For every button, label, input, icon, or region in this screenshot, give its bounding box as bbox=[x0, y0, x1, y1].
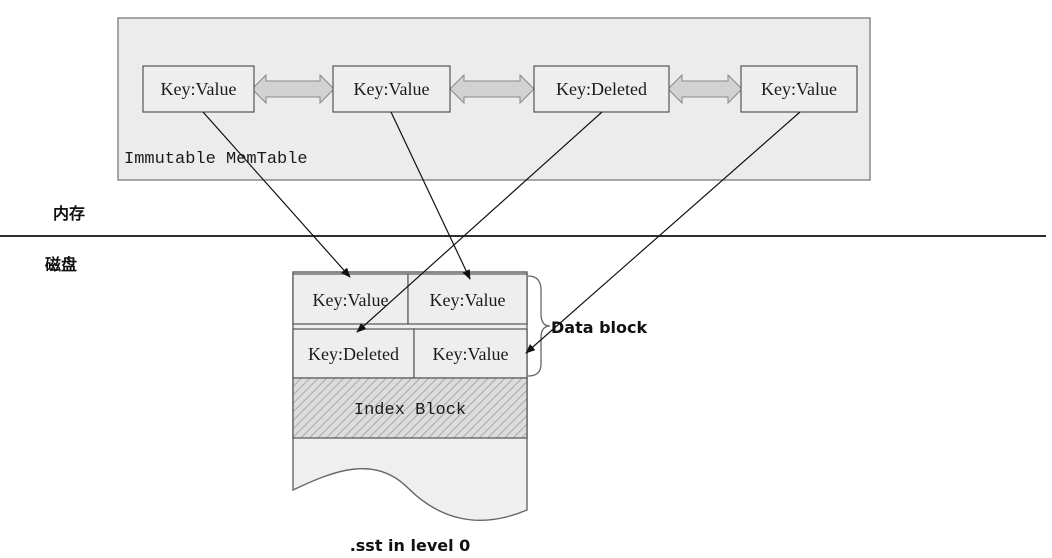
flush-arrow bbox=[356, 111, 603, 333]
flush-arrow bbox=[202, 111, 351, 278]
flush-arrow bbox=[390, 111, 471, 280]
sst-cell bbox=[407, 273, 528, 325]
memtable-entry-label: Key:Deleted bbox=[556, 79, 647, 99]
index-block-label: Index Block bbox=[354, 401, 466, 420]
memtable-label: Immutable MemTable bbox=[124, 150, 308, 169]
memtable-panel: Key:Value Key:Value Key:Deleted Key:Valu… bbox=[117, 17, 871, 181]
memtable-entry-label: Key:Value bbox=[161, 79, 237, 99]
sst-cell bbox=[292, 273, 409, 325]
memtable-entry: Key:Value bbox=[740, 65, 858, 113]
memtable-link-arrows bbox=[251, 73, 743, 105]
disk-label: 磁盘 bbox=[45, 255, 77, 274]
memtable-entry: Key:Deleted bbox=[533, 65, 670, 113]
index-block bbox=[292, 377, 528, 439]
sst-cell bbox=[292, 328, 415, 379]
memtable-entry-label: Key:Value bbox=[354, 79, 430, 99]
sst-cell-label: Key:Value bbox=[433, 344, 509, 364]
memtable-entry: Key:Value bbox=[142, 65, 255, 113]
data-block-brace bbox=[527, 275, 551, 377]
flush-arrows bbox=[202, 111, 801, 354]
data-block-label: Data block bbox=[551, 318, 648, 337]
sst-cell-label: Key:Value bbox=[313, 290, 389, 310]
flush-arrow bbox=[525, 111, 801, 354]
sst-row-1: Key:Value Key:Value bbox=[292, 273, 528, 325]
memtable-entry: Key:Value bbox=[332, 65, 451, 113]
sst-file: Key:Value Key:Value Key:Deleted Key:Valu… bbox=[292, 271, 528, 521]
sst-row-2: Key:Deleted Key:Value bbox=[292, 328, 528, 379]
memory-label: 内存 bbox=[53, 204, 85, 223]
sst-cell-label: Key:Value bbox=[430, 290, 506, 310]
sst-caption: .sst in level 0 bbox=[350, 536, 471, 555]
memtable-entry-label: Key:Value bbox=[761, 79, 837, 99]
sst-cell-label: Key:Deleted bbox=[308, 344, 399, 364]
